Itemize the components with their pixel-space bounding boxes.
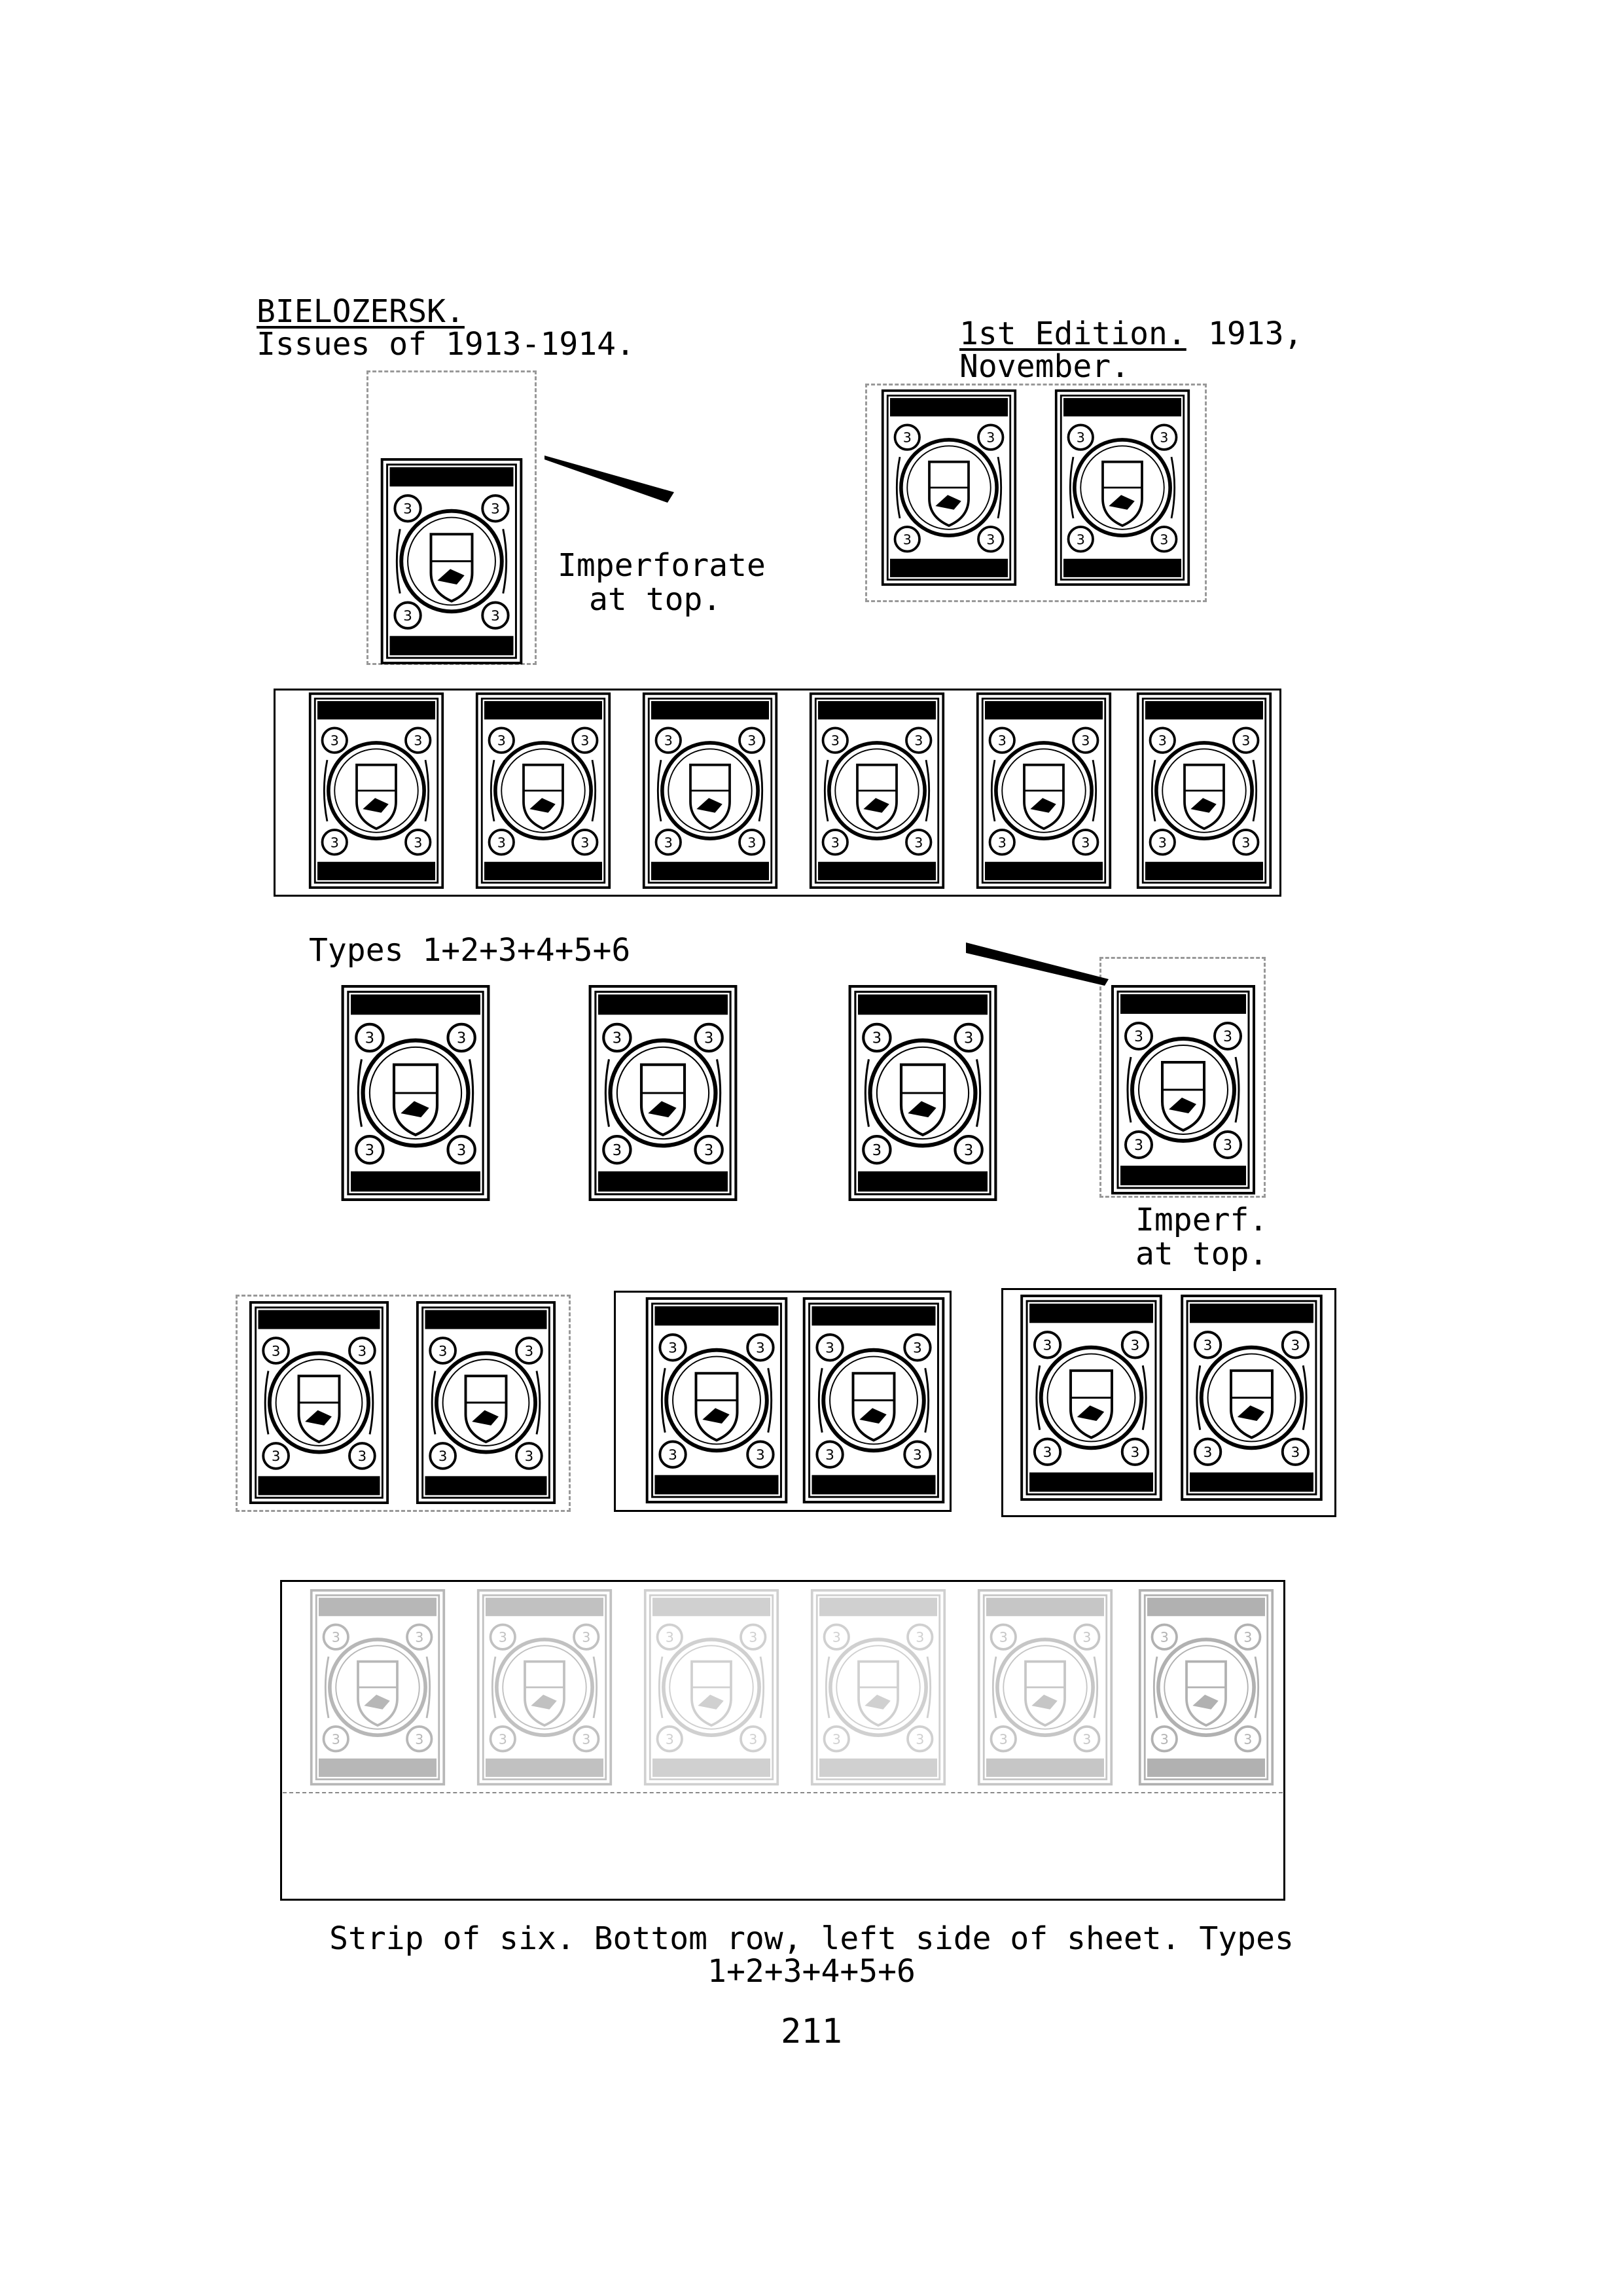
faded-stamp-6 [1131,1589,1281,1785]
pointer-arrow-imperf [966,942,1109,986]
faded-stamp-4 [803,1589,954,1785]
strip-stamp-4 [802,692,952,889]
strip-stamp-5 [969,692,1119,889]
strip-stamp-2 [468,692,618,889]
faded-stamp-3 [636,1589,787,1785]
pair-frame-b [614,1291,952,1512]
faded-stamp-2 [469,1589,620,1785]
pair-b-left [645,1297,789,1503]
strip-frame-sheet-bottom [280,1580,1285,1901]
pair-c-left [1014,1295,1168,1501]
strip-stamp-3 [635,692,785,889]
edition-month: November. [959,348,1130,385]
imperf-caption-line1: Imperf. [1135,1202,1268,1238]
issues-subtitle: Issues of 1913-1914. [257,326,635,363]
edition-label: 1st Edition. [959,315,1186,352]
imperforate-caption-line1: Imperforate [558,547,766,584]
pointer-arrow-imperforate [544,456,674,503]
single-stamp-type-c [844,985,1001,1201]
strip-caption-line2: 1+2+3+4+5+6 [707,1953,916,1990]
strip-stamp-1 [301,692,452,889]
strip-frame-types [274,689,1281,897]
stamp-single-imperforate [376,458,527,664]
pair-frame-c [1001,1288,1336,1517]
single-stamp-type-b [584,985,741,1201]
edition-year: 1913, [1208,315,1303,352]
strip-caption-line1: Strip of six. Bottom row, left side of s… [329,1920,1294,1957]
faded-stamp-1 [302,1589,453,1785]
pair-frame-top-right [865,384,1207,602]
page-number: 211 [781,2012,842,2051]
pair-a-right [409,1301,563,1504]
single-stamp-type-a [337,985,494,1201]
types-caption: Types 1+2+3+4+5+6 [309,932,631,969]
pair-b-right [802,1297,946,1503]
pair-c-right [1175,1295,1329,1501]
imperforate-caption-line2: at top. [589,581,722,618]
faded-stamp-5 [970,1589,1120,1785]
stamp-pair-left [870,389,1027,586]
strip-stamp-6 [1129,692,1279,889]
stamp-pair-right [1044,389,1201,586]
page-title: BIELOZERSK. [257,293,465,330]
pair-frame-a [236,1295,571,1512]
sheet-margin-rule [283,1792,1283,1793]
imperf-caption-line2: at top. [1135,1236,1268,1272]
single-stamp-imperf [1106,985,1260,1194]
pair-a-left [242,1301,396,1504]
stamp-margin-imperf [1099,957,1266,1198]
